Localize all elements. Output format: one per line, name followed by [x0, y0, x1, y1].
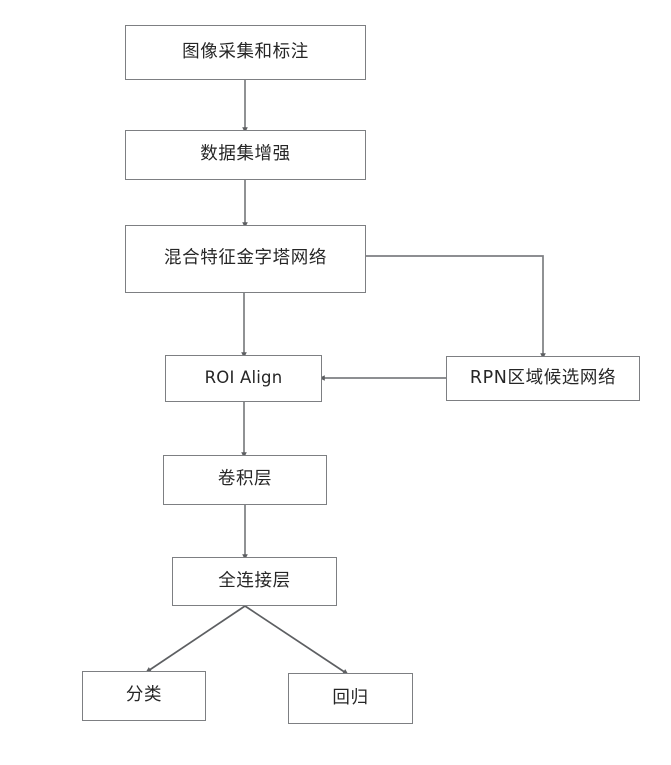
node-classification[interactable]: 分类 [82, 671, 206, 721]
node-dataset-augment[interactable]: 数据集增强 [125, 130, 366, 180]
node-roi-align-label: ROI Align [204, 368, 283, 388]
node-convolution-layer-label: 卷积层 [217, 469, 273, 490]
node-fully-connected-layer-label: 全连接层 [218, 570, 291, 591]
node-feature-pyramid-network[interactable]: 混合特征金字塔网络 [125, 225, 366, 293]
node-regression-label: 回归 [332, 687, 369, 708]
node-rpn-region-proposal-network[interactable]: RPN区域候选网络 [446, 356, 640, 401]
node-roi-align[interactable]: ROI Align [165, 355, 322, 402]
edge-fc-to-classification [145, 605, 246, 673]
node-feature-pyramid-network-label: 混合特征金字塔网络 [164, 248, 327, 269]
node-image-collection-label: 图像采集和标注 [182, 41, 309, 62]
node-convolution-layer[interactable]: 卷积层 [163, 455, 327, 505]
edge-fpn-to-rpn [366, 255, 546, 359]
edge-fc-to-regression [244, 605, 349, 675]
node-classification-label: 分类 [125, 685, 163, 706]
node-image-collection[interactable]: 图像采集和标注 [125, 25, 366, 80]
node-regression[interactable]: 回归 [288, 673, 413, 724]
node-fully-connected-layer[interactable]: 全连接层 [172, 557, 337, 606]
node-dataset-augment-label: 数据集增强 [200, 144, 291, 165]
node-rpn-region-proposal-network-label: RPN区域候选网络 [469, 367, 617, 388]
